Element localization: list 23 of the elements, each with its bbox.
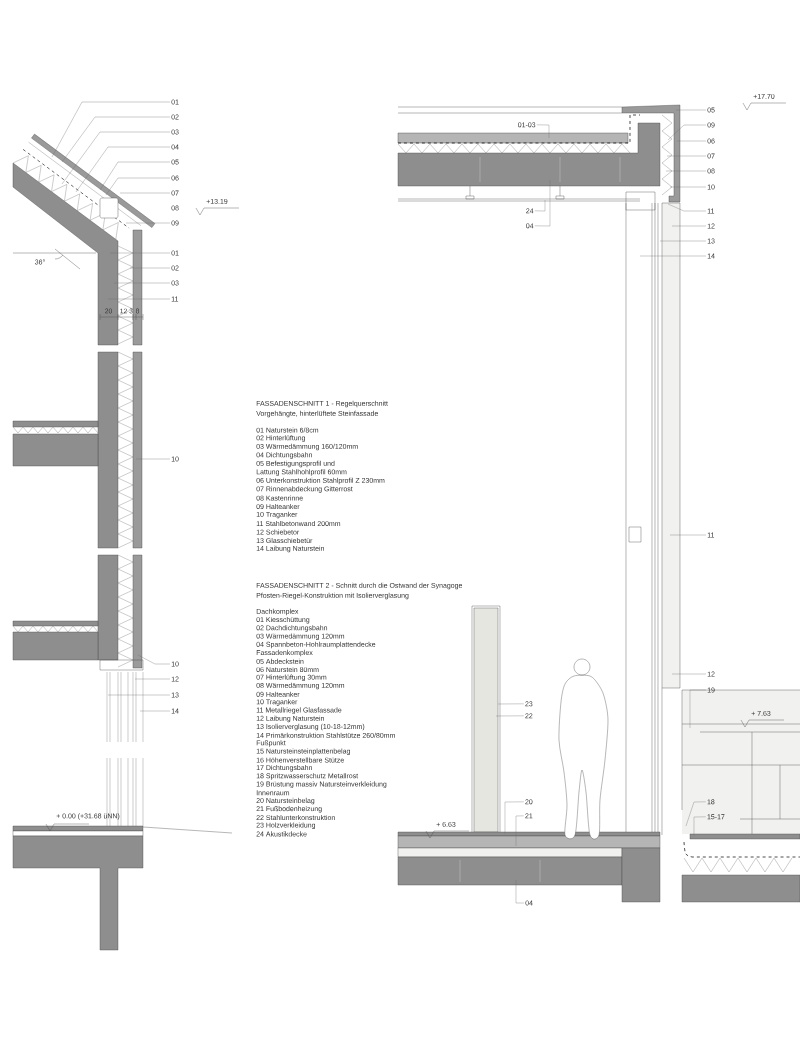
leader-line	[137, 654, 171, 665]
leader-line	[105, 177, 171, 196]
leader-line	[689, 689, 707, 729]
leader-line	[536, 124, 550, 139]
leader-line	[515, 815, 524, 847]
leader-line	[61, 116, 171, 163]
leader-line	[667, 203, 707, 212]
leader-line	[685, 801, 706, 827]
leader-line	[51, 101, 171, 158]
plinth-section-drawing	[681, 689, 800, 903]
wall-section-drawing	[12, 133, 156, 951]
leader-line	[75, 146, 171, 193]
leader-line	[667, 124, 707, 141]
leader-line	[534, 179, 551, 227]
leader-line	[99, 161, 171, 191]
leader-line	[495, 715, 524, 717]
leader-line	[504, 801, 524, 835]
leader-line	[534, 199, 546, 212]
leader-line	[693, 816, 706, 837]
leader-line	[61, 131, 171, 185]
leader-line	[125, 222, 171, 224]
leader-line	[497, 703, 524, 705]
leader-line	[515, 879, 525, 904]
